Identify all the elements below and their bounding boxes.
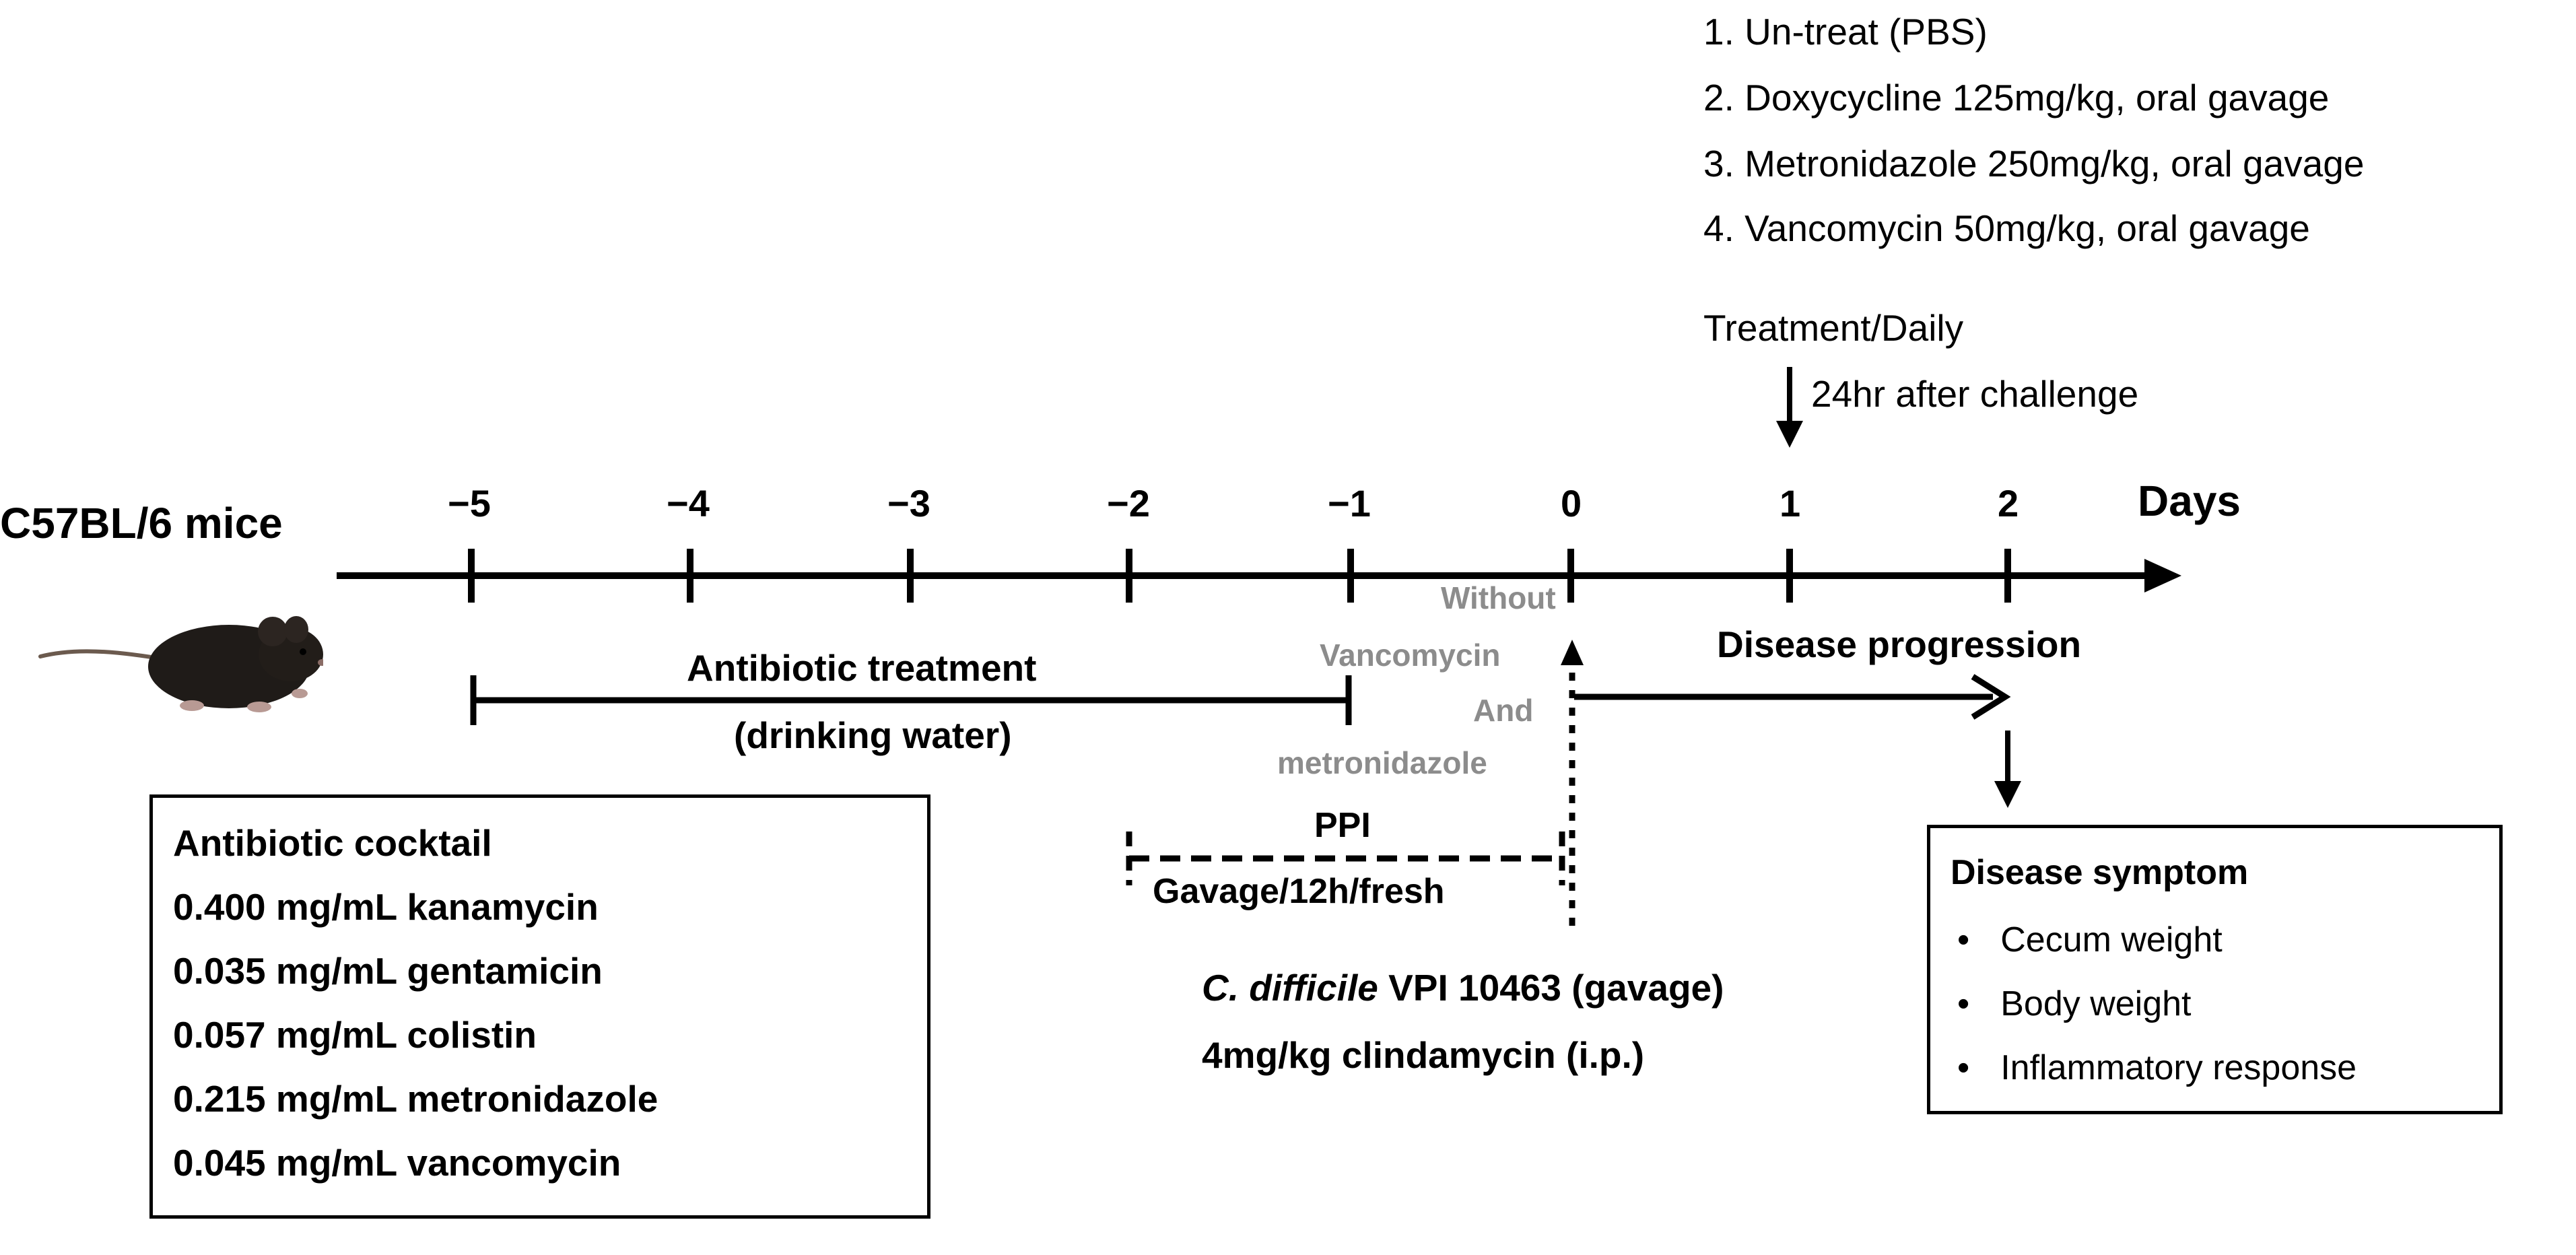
- day-label-0: 0: [1561, 482, 1582, 524]
- challenge-line2: 4mg/kg clindamycin (i.p.): [1202, 1034, 1645, 1076]
- symptom-item-3-text: Inflammatory response: [2000, 1048, 2357, 1087]
- bullet-icon: •: [1957, 920, 1970, 959]
- day-ticks: [468, 549, 2011, 603]
- days-unit-label: Days: [2138, 477, 2241, 525]
- challenge-line1: C. difficile VPI 10463 (gavage): [1202, 970, 1724, 1007]
- ppi-sublabel: Gavage/12h/fresh: [1153, 872, 1445, 911]
- symptom-item-1-text: Cecum weight: [2000, 920, 2223, 959]
- treatment-schedule-title: Treatment/Daily: [1703, 307, 1964, 349]
- cocktail-item-5: 0.045 mg/mL vancomycin: [173, 1142, 621, 1184]
- challenge-dotted-arrow: [1561, 640, 1584, 926]
- symptom-item-1: • Cecum weight: [1957, 922, 2223, 957]
- antibiotic-treatment-bracket: [470, 675, 1352, 725]
- antibiotic-treatment-label: Antibiotic treatment: [687, 647, 1037, 689]
- day-label-minus1: −1: [1328, 482, 1371, 524]
- cocktail-item-2: 0.035 mg/mL gentamicin: [173, 950, 603, 992]
- cocktail-item-3: 0.057 mg/mL colistin: [173, 1014, 537, 1056]
- antibiotic-treatment-sublabel: (drinking water): [734, 714, 1012, 756]
- symptom-arrow: [1994, 731, 2021, 808]
- symptom-title: Disease symptom: [1951, 853, 2249, 892]
- disease-progression-arrow: [1574, 674, 2011, 720]
- symptom-item-2-text: Body weight: [2000, 984, 2192, 1023]
- treatment-item-4: 4. Vancomycin 50mg/kg, oral gavage: [1703, 207, 2310, 249]
- mouse-photo-icon: [27, 592, 326, 720]
- antibiotic-cocktail-box: Antibiotic cocktail 0.400 mg/mL kanamyci…: [149, 794, 930, 1219]
- cocktail-item-1: 0.400 mg/mL kanamycin: [173, 886, 599, 928]
- bullet-icon: •: [1957, 1048, 1970, 1087]
- symptom-item-2: • Body weight: [1957, 986, 2192, 1021]
- day-label-2: 2: [1998, 482, 2019, 524]
- symptom-item-3: • Inflammatory response: [1957, 1050, 2357, 1085]
- day-label-minus3: −3: [887, 482, 930, 524]
- treatment-schedule-note: 24hr after challenge: [1811, 373, 2139, 415]
- bullet-icon: •: [1957, 984, 1970, 1023]
- without-note-line3: And: [1473, 693, 1534, 728]
- treatment-arrow: [1776, 367, 1803, 448]
- timeline-arrowhead: [2144, 559, 2181, 592]
- subject-label: C57BL/6 mice: [0, 499, 283, 547]
- treatment-item-1: 1. Un-treat (PBS): [1703, 11, 1988, 53]
- treatment-item-2: 2. Doxycycline 125mg/kg, oral gavage: [1703, 77, 2330, 118]
- cocktail-title: Antibiotic cocktail: [173, 822, 492, 864]
- without-note-line1: Without: [1441, 580, 1556, 615]
- without-note-line4: metronidazole: [1277, 745, 1487, 780]
- treatment-item-3: 3. Metronidazole 250mg/kg, oral gavage: [1703, 143, 2365, 184]
- ppi-label: PPI: [1314, 806, 1371, 845]
- day-label-1: 1: [1780, 482, 1801, 524]
- day-label-minus5: −5: [448, 482, 491, 524]
- disease-symptom-box: Disease symptom • Cecum weight • Body weig…: [1927, 825, 2503, 1114]
- day-label-minus2: −2: [1107, 482, 1150, 524]
- disease-progression-label: Disease progression: [1717, 623, 2082, 665]
- challenge-strain: VPI 10463 (gavage): [1378, 967, 1724, 1009]
- challenge-organism: C. difficile: [1202, 967, 1378, 1009]
- ppi-bracket: [1126, 832, 1565, 885]
- without-note-line2: Vancomycin: [1320, 638, 1501, 673]
- day-label-minus4: −4: [667, 482, 710, 524]
- cocktail-item-4: 0.215 mg/mL metronidazole: [173, 1078, 658, 1120]
